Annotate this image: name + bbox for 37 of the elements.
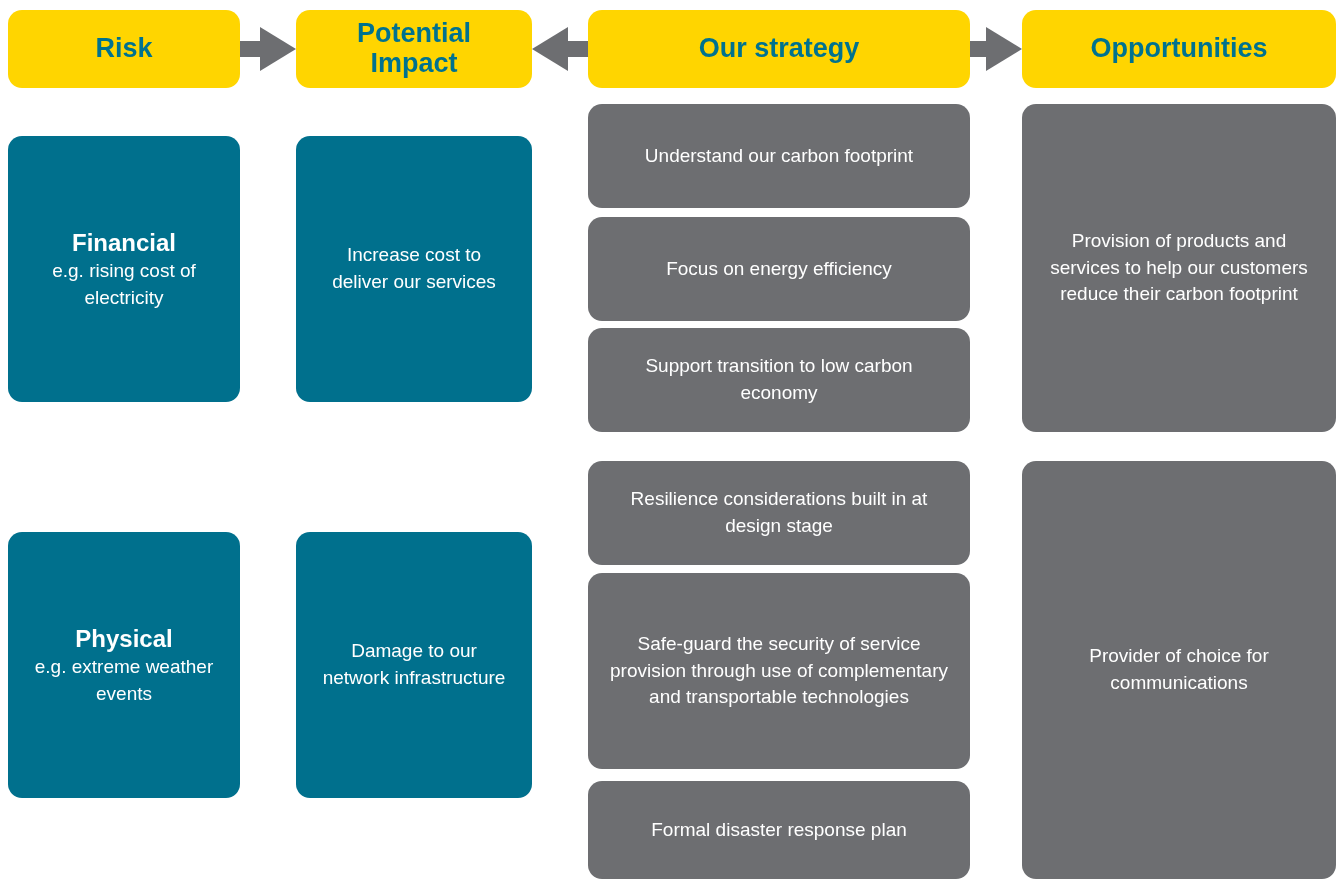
card-text: Increase cost to deliver our services xyxy=(331,243,497,294)
arrow xyxy=(240,27,296,71)
card-heading: Financial xyxy=(72,227,176,258)
card-text: Resilience considerations built in at design stage xyxy=(629,487,929,538)
strategy-card xyxy=(588,461,970,565)
strategy-card xyxy=(588,781,970,879)
arrow xyxy=(970,27,1022,71)
risk-card xyxy=(8,136,240,402)
card-heading: Physical xyxy=(75,623,173,654)
card-text: Formal disaster response plan xyxy=(651,817,907,842)
card-text: Safe-guard the security of service provision through use of complementary and transportable technologies xyxy=(610,632,948,710)
strategy-card xyxy=(588,104,970,208)
column-heading: Potential Impact xyxy=(356,19,472,79)
card-text: e.g. extreme weather events xyxy=(33,655,215,706)
risk-card xyxy=(8,532,240,798)
impact-card xyxy=(296,136,532,402)
card-text: Understand our carbon footprint xyxy=(644,143,914,168)
impact-card xyxy=(296,532,532,798)
card-text: Focus on energy efficiency xyxy=(666,256,892,281)
opportunity-card xyxy=(1022,461,1336,879)
card-text: Provider of choice for communications xyxy=(1088,644,1270,695)
strategy-card xyxy=(588,217,970,321)
opportunity-card xyxy=(1022,104,1336,432)
column-heading: Risk xyxy=(95,34,153,64)
strategy-card xyxy=(588,328,970,432)
card-text: Support transition to low carbon economy xyxy=(644,354,914,405)
header-box xyxy=(296,10,532,88)
column-heading: Opportunities xyxy=(1090,34,1268,64)
column-heading: Our strategy xyxy=(698,34,860,64)
header-box xyxy=(1022,10,1336,88)
card-text: Provision of products and services to help our customers reduce their carbon footprint xyxy=(1049,229,1309,307)
card-text: Damage to our network infrastructure xyxy=(321,639,507,690)
arrow xyxy=(532,27,588,71)
strategy-card xyxy=(588,573,970,769)
header-box xyxy=(588,10,970,88)
card-text: e.g. rising cost of electricity xyxy=(51,259,197,310)
header-box xyxy=(8,10,240,88)
